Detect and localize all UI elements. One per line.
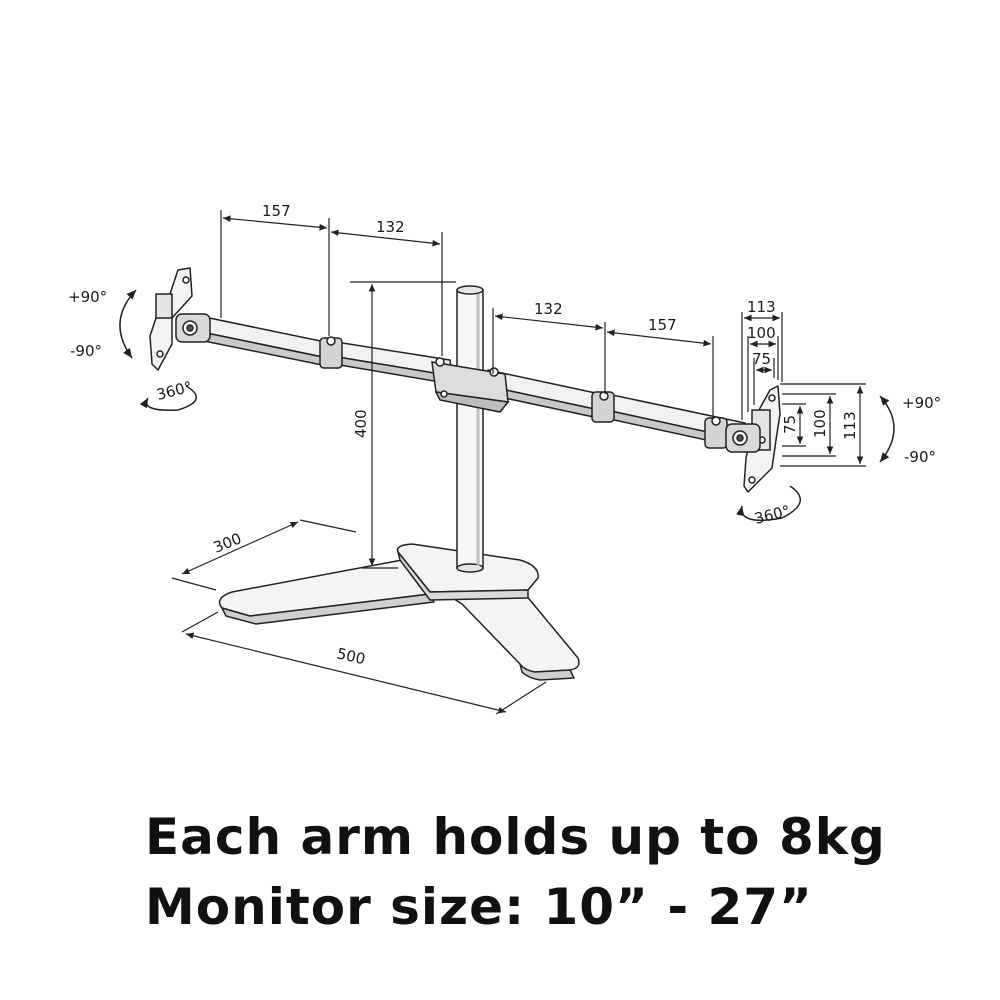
dim-depth-300-label: 300 — [211, 529, 244, 556]
dim-vesa-100-label: 100 — [747, 324, 776, 342]
left-swivel-label: 360° — [155, 378, 194, 404]
dim-vesa-v-100-label: 100 — [811, 409, 829, 438]
dim-left-157-line — [222, 215, 328, 231]
dim-depth-300-line — [181, 521, 299, 575]
dim-left-157-label: 157 — [262, 202, 291, 220]
base-hub-edge — [397, 551, 529, 601]
left-tilt-up-label: +90° — [68, 288, 107, 306]
caption-weight-capacity: Each arm holds up to 8kg — [145, 808, 886, 866]
right-tilt-arrow — [879, 395, 895, 463]
dim-vesa-v-113-label: 113 — [841, 411, 859, 440]
caption-monitor-size: Monitor size: 10” - 27” — [145, 878, 813, 936]
right-swivel-label: 360° — [753, 502, 792, 528]
dim-height-400-label: 400 — [352, 409, 370, 438]
dim-left-132-label: 132 — [376, 218, 405, 236]
dim-right-132-line — [494, 313, 604, 331]
vesa-bracket-right — [725, 385, 781, 493]
arm-right — [485, 369, 746, 449]
pole-clamp — [431, 357, 510, 413]
dim-vesa-75-label: 75 — [752, 350, 771, 368]
dim-width-500-line — [185, 632, 507, 714]
base — [218, 543, 580, 681]
right-tilt-down-label: -90° — [904, 448, 936, 466]
pole — [456, 285, 484, 573]
base-right-leg-edge — [519, 663, 575, 681]
base-right-leg — [439, 587, 580, 673]
dim-right-157-label: 157 — [648, 316, 677, 334]
left-tilt-down-label: -90° — [70, 342, 102, 360]
vesa-bracket-left — [149, 267, 211, 371]
base-left-leg-edge — [221, 593, 435, 625]
left-swivel-arrow — [139, 385, 197, 411]
rotation-arrows — [119, 289, 895, 521]
right-tilt-up-label: +90° — [902, 394, 941, 412]
arm-left — [189, 313, 453, 385]
dim-right-157-line — [606, 329, 712, 347]
left-tilt-arrow — [119, 289, 137, 359]
right-swivel-arrow — [736, 485, 801, 521]
dim-width-500-label: 500 — [335, 644, 367, 668]
dim-vesa-113-label: 113 — [747, 298, 776, 316]
dim-left-132-line — [330, 229, 441, 247]
dim-vesa-v-75-label: 75 — [781, 415, 799, 434]
dim-right-132-label: 132 — [534, 300, 563, 318]
dimension-lines — [171, 210, 866, 715]
